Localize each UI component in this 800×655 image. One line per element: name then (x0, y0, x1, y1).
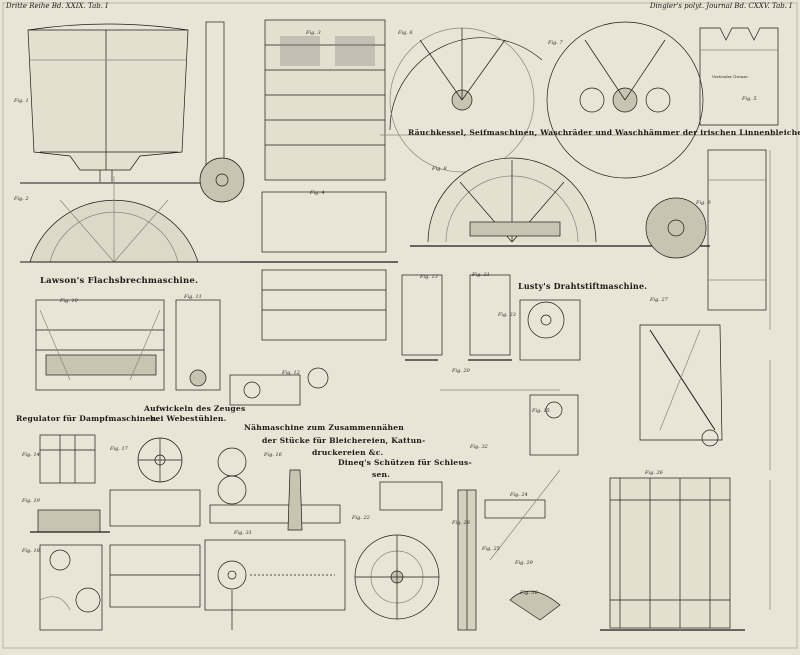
title-regulator: Regulator für Dampfmaschinen. (16, 414, 160, 423)
fig-label: Fig. 31 (234, 530, 252, 536)
fig-label: Fig. 11 (184, 294, 202, 300)
fig-label: Fig. 28 (452, 520, 470, 526)
fig-label: Fig. 3 (306, 30, 321, 36)
title-dineq-1: Dineq's Schützen für Schleus- (338, 458, 472, 467)
title-dineq-2: sen. (372, 470, 391, 479)
fig-label: Fig. 20 (452, 368, 470, 374)
plate-header-right: Dingler's polyt. Journal Bd. CXXV. Tab. … (649, 2, 792, 10)
plate-header-left: Dritte Reihe Bd. XXIX. Tab. I (6, 2, 108, 10)
fig-label: Fig. 29 (515, 560, 533, 566)
fig-label: Fig. 30 (520, 590, 538, 596)
fig-label: Fig. 27 (650, 297, 668, 303)
fig-label: Fig. 15 (532, 408, 550, 414)
sluice-gate (354, 469, 561, 631)
title-bleaching: Räuchkessel, Seifmaschinen, Waschräder u… (408, 128, 800, 137)
fig-label: Fig. 4 (310, 190, 325, 196)
wash-hammer-wheel (410, 149, 767, 311)
title-naeh-3: druckereien &c. (312, 448, 384, 457)
fig-label: Fig. 14 (22, 452, 40, 458)
fig-label: Fig. 5 (742, 96, 757, 102)
fig-label: Fig. 18 (22, 548, 40, 554)
flax-breaker-wheel (20, 176, 250, 263)
title-lawson: Lawson's Flachsbrechmaschine. (40, 276, 199, 286)
fig-label: Fig. 19 (22, 498, 40, 504)
fig-label: Fig. 22 (352, 515, 370, 521)
soap-machine-frames (199, 19, 398, 341)
fig-label: Fig. 12 (282, 370, 300, 376)
fig-label: Fig. 26 (645, 470, 663, 476)
title-naeh-2: der Stücke für Bleichereien, Kattun- (262, 436, 426, 445)
fig-label: Fig. 16 (264, 452, 282, 458)
section-label: Verticaler Grenze (712, 74, 748, 79)
fig-label: Fig. 6 (398, 30, 413, 36)
fig-label: Fig. 13 (420, 274, 438, 280)
title-naeh-1: Nähmaschine zum Zusammennähen (244, 423, 404, 432)
fig-label: Fig. 7 (548, 40, 563, 46)
title-lusty: Lusty's Drahtstiftmaschine. (518, 281, 648, 291)
fig-label: Fig. 32 (470, 444, 488, 450)
small-machines (229, 274, 581, 456)
loom-frame (600, 324, 745, 631)
section-profile (699, 27, 779, 126)
fig-label: Fig. 17 (110, 446, 128, 452)
fig-label: Fig. 1 (14, 98, 29, 104)
fig-label: Fig. 23 (498, 312, 516, 318)
boiler-drawing (20, 23, 200, 184)
fig-label: Fig. 8 (432, 166, 447, 172)
sewing-machine (204, 447, 346, 630)
fig-label: Fig. 21 (472, 272, 490, 278)
fig-label: Fig. 10 (60, 298, 78, 304)
fig-label: Fig. 24 (510, 492, 528, 498)
title-aufwickeln-1: Aufwickeln des Zeuges (144, 404, 246, 413)
wash-wheels (380, 21, 780, 179)
regulator-figures (30, 434, 201, 631)
fig-label: Fig. 9 (696, 200, 711, 206)
title-aufwickeln-2: bei Webestühlen. (150, 414, 227, 423)
fig-label: Fig. 25 (482, 546, 500, 552)
fig-label: Fig. 2 (14, 196, 29, 202)
lawson-machine (35, 299, 221, 391)
